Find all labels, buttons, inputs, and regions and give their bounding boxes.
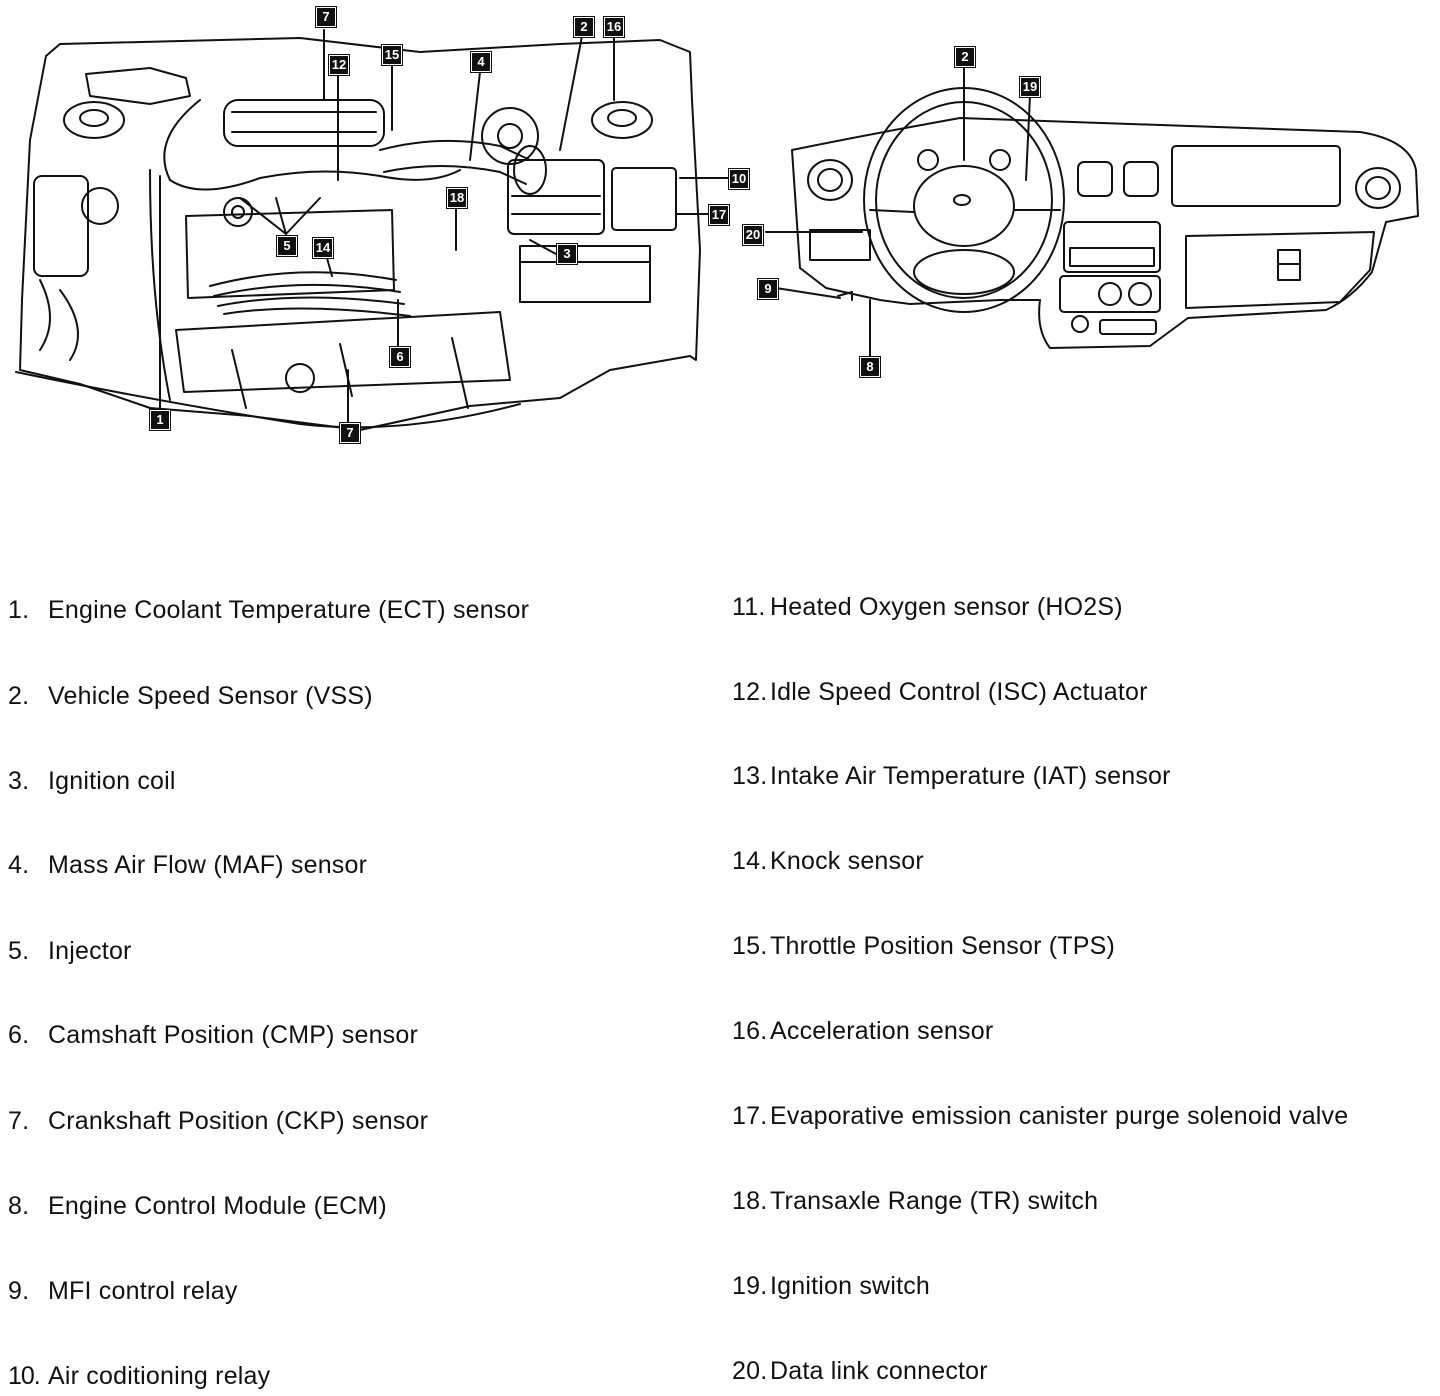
engine-bay-outline: [19, 37, 701, 431]
legend-item-15: 15.Throttle Position Sensor (TPS): [732, 932, 1116, 960]
climate-panel: [1059, 275, 1161, 313]
callout-engine-15: 15: [381, 44, 403, 66]
callout-dash-8: 8: [859, 356, 881, 378]
relay-box: [611, 167, 677, 231]
legend-item-11: 11.Heated Oxygen sensor (HO2S): [732, 593, 1123, 621]
legend-item-16: 16.Acceleration sensor: [732, 1017, 994, 1045]
air-cleaner: [507, 159, 605, 235]
legend-item-10: 10.Air coditioning relay: [8, 1362, 271, 1390]
callout-engine-1: 1: [149, 409, 171, 431]
air-intake-hose: [379, 139, 531, 185]
callout-dash-20: 20: [742, 224, 764, 246]
legend-item-6: 6.Camshaft Position (CMP) sensor: [8, 1021, 419, 1049]
intake-plenum: [223, 99, 385, 147]
legend-item-5: 5.Injector: [8, 937, 132, 965]
dash-display: [1171, 145, 1341, 207]
callout-dash-19: 19: [1019, 76, 1041, 98]
legend-item-9: 9.MFI control relay: [8, 1277, 238, 1305]
wiring-harness: [163, 99, 461, 191]
component-location-figure: 7 2 16 12 15 4 10 17 18 5 14 3 6 1 7 2 1…: [0, 0, 1440, 470]
callout-dash-2: 2: [954, 46, 976, 68]
callout-engine-5: 5: [276, 235, 298, 257]
callout-engine-7-bottom: 7: [339, 422, 361, 444]
legend-item-14: 14.Knock sensor: [732, 847, 924, 875]
legend-item-2: 2.Vehicle Speed Sensor (VSS): [8, 682, 373, 710]
legend-item-3: 3.Ignition coil: [8, 767, 176, 795]
dash-outline: [791, 117, 1419, 349]
callout-engine-14: 14: [312, 237, 334, 259]
legend-item-17: 17.Evaporative emission canister purge s…: [732, 1102, 1349, 1130]
left-strut-top: [63, 101, 125, 139]
vent-center-right: [1123, 161, 1159, 197]
callout-engine-6: 6: [389, 346, 411, 368]
right-strut-top: [591, 101, 653, 139]
callout-dash-9: 9: [757, 278, 779, 300]
callout-engine-17: 17: [708, 204, 730, 226]
callout-engine-18: 18: [446, 187, 468, 209]
line-art: [15, 29, 1419, 431]
legend-item-1: 1.Engine Coolant Temperature (ECT) senso…: [8, 596, 530, 624]
vent-right: [1355, 167, 1401, 209]
callout-engine-12: 12: [328, 54, 350, 76]
valve-cover: [175, 311, 511, 393]
legend-item-8: 8.Engine Control Module (ECM): [8, 1192, 387, 1220]
vent-left: [807, 159, 853, 201]
callout-engine-4: 4: [470, 51, 492, 73]
radio: [1063, 221, 1161, 273]
legend-item-4: 4.Mass Air Flow (MAF) sensor: [8, 851, 368, 879]
engine-block: [185, 209, 395, 299]
legend-item-13: 13.Intake Air Temperature (IAT) sensor: [732, 762, 1171, 790]
coolant-reservoir: [33, 175, 89, 277]
steering-hub: [913, 165, 1015, 247]
vent-center-left: [1077, 161, 1113, 197]
plug-wires: [209, 271, 411, 317]
bumper-line: [15, 371, 521, 429]
callout-engine-16: 16: [603, 16, 625, 38]
legend-item-12: 12.Idle Speed Control (ISC) Actuator: [732, 678, 1148, 706]
legend-item-19: 19.Ignition switch: [732, 1272, 931, 1300]
callout-engine-3: 3: [556, 243, 578, 265]
legend-item-7: 7.Crankshaft Position (CKP) sensor: [8, 1107, 429, 1135]
battery: [519, 245, 651, 303]
callout-engine-10: 10: [728, 168, 750, 190]
callout-engine-2: 2: [573, 16, 595, 38]
callout-engine-7-top: 7: [315, 6, 337, 28]
legend-item-18: 18.Transaxle Range (TR) switch: [732, 1187, 1099, 1215]
legend-item-20: 20.Data link connector: [732, 1357, 988, 1385]
